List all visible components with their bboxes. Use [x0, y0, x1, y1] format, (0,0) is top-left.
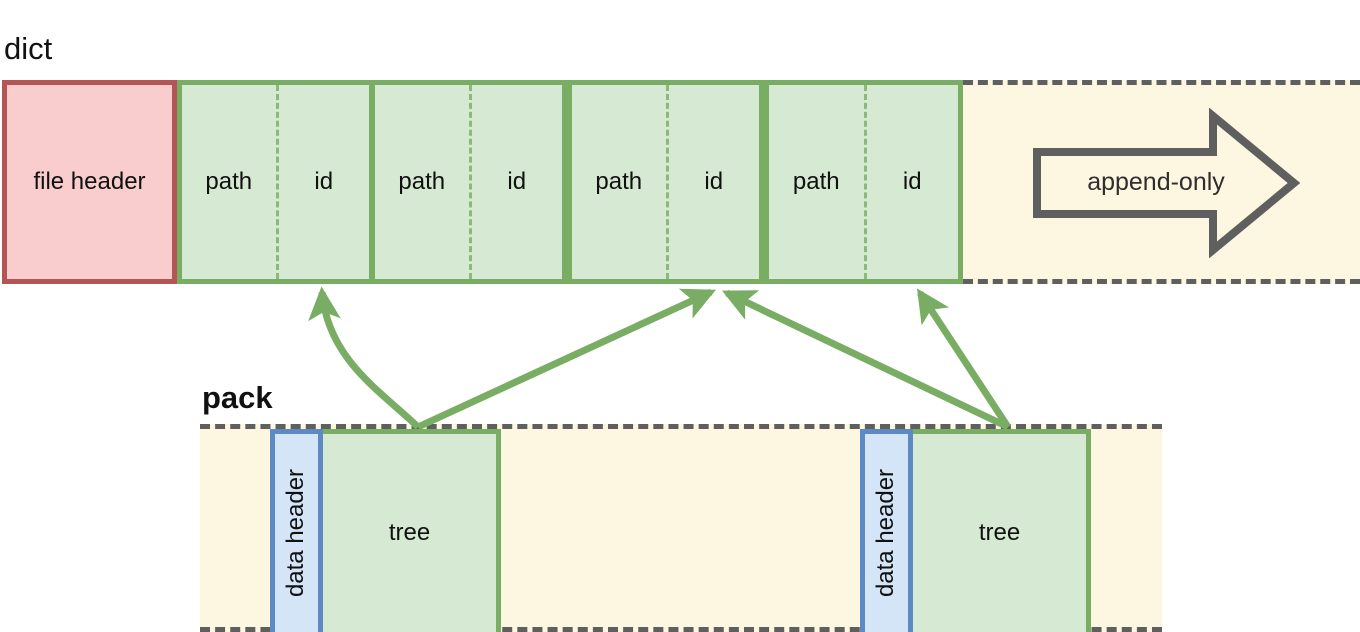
dict-entry-3-id-label: id [704, 168, 724, 195]
dict-entry-1-path-label: path [205, 168, 253, 195]
dict-entry-4-id-label: id [902, 168, 922, 195]
connector-tree2-to-entry3-id [722, 289, 1010, 431]
dict-entry-3-id: id [665, 85, 760, 279]
pack-object-1-data-header-label: data header [282, 468, 310, 598]
connector-tree1-to-entry1-id [308, 286, 421, 430]
pack-object-2-tree: tree [913, 429, 1091, 632]
dict-entry-2-id: id [468, 85, 563, 279]
dict-entry-2-id-label: id [507, 168, 527, 195]
pack-object-1-tree-label: tree [388, 519, 431, 546]
pack-object-1-data-header: data header [270, 429, 323, 632]
append-only-arrow-icon [1033, 108, 1300, 258]
dict-entry-3: path id [567, 80, 764, 284]
dict-strip: file header path id path id path id [0, 80, 1360, 284]
pack-strip: data header tree data header tree [200, 424, 1162, 632]
dict-entry-4-path: path [769, 85, 864, 279]
dict-section-label: dict [4, 31, 53, 66]
pack-object-2: data header tree [860, 429, 1091, 632]
dict-entry-1-id-label: id [314, 168, 334, 195]
pack-object-1-tree: tree [323, 429, 501, 632]
dict-entry-3-path-label: path [595, 168, 643, 195]
connector-tree2-to-entry4-id [917, 288, 1011, 429]
dict-entry-4-id: id [863, 85, 959, 279]
pack-object-2-tree-label: tree [978, 519, 1021, 546]
dict-entry-2-path: path [375, 85, 469, 279]
pack-object-1: data header tree [270, 429, 501, 632]
dict-entry-1-id: id [275, 85, 370, 279]
dict-file-header-label: file header [33, 168, 146, 195]
dict-entry-3-path: path [572, 85, 666, 279]
dict-entry-2-path-label: path [398, 168, 446, 195]
dict-entry-4-path-label: path [792, 168, 840, 195]
append-only-label: append-only [1087, 168, 1225, 196]
pack-object-2-data-header-label: data header [872, 468, 900, 598]
pack-object-2-data-header: data header [860, 429, 913, 632]
dict-entry-2: path id [370, 80, 567, 284]
pack-section-label: pack [202, 380, 273, 415]
dict-entry-1-path: path [182, 85, 276, 279]
connector-tree1-to-entry3-id [416, 288, 716, 431]
dict-entry-1: path id [177, 80, 374, 284]
dict-file-header-cell: file header [2, 80, 177, 284]
dict-entry-4: path id [764, 80, 963, 284]
